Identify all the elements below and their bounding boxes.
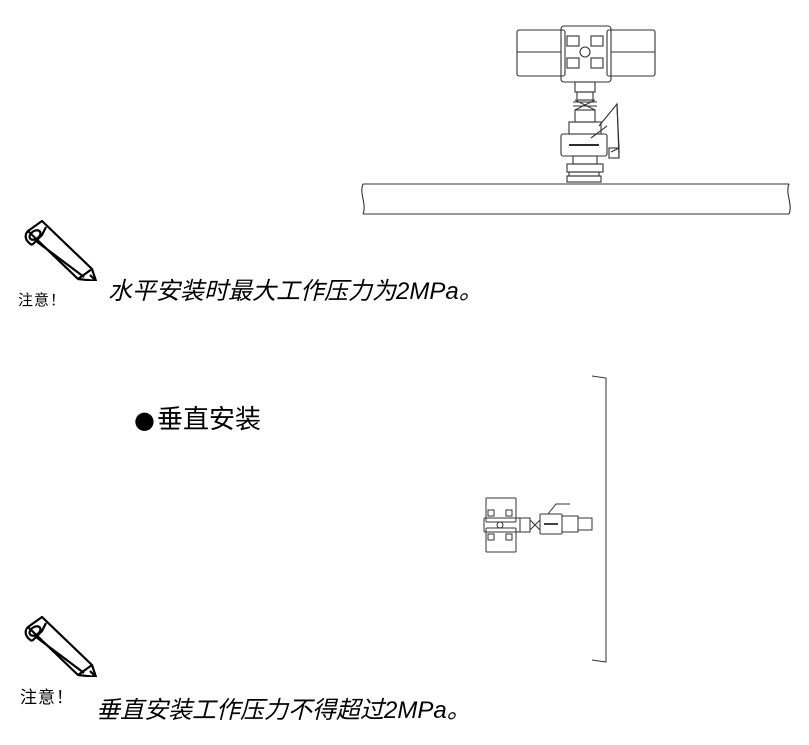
note-text: 垂直安装工作压力不得超过 <box>96 696 384 724</box>
pencil-icon <box>24 615 98 677</box>
horizontal-installation-illustration <box>361 25 791 215</box>
weld-neck <box>566 171 602 183</box>
stem-fittings <box>560 91 620 173</box>
transmitter-head <box>516 25 656 93</box>
note-text-horizontal-pressure: 水平安装时最大工作压力为2MPa。 <box>108 271 483 306</box>
bullet-icon: ● <box>134 406 155 434</box>
note-label: 注意！ <box>20 688 74 708</box>
stem-fittings <box>519 503 593 535</box>
horizontal-pipe <box>361 183 791 215</box>
vertical-pipe <box>591 375 607 663</box>
vertical-installation-illustration <box>483 375 607 663</box>
note-text: 水平安装时最大工作压力为 <box>108 277 396 305</box>
section-title: 垂直安装 <box>156 405 261 435</box>
transmitter-head <box>483 497 521 553</box>
section-heading-vertical-installation: ●垂直安装 <box>134 399 261 436</box>
note-suffix: 。 <box>458 277 483 305</box>
pressure-value: 2MPa <box>396 278 459 305</box>
note-text-vertical-pressure: 垂直安装工作压力不得超过2MPa。 <box>96 690 471 725</box>
pencil-icon <box>24 219 98 281</box>
note-label: 注意！ <box>18 291 67 309</box>
pressure-value: 2MPa <box>384 697 447 724</box>
note-suffix: 。 <box>446 696 471 724</box>
